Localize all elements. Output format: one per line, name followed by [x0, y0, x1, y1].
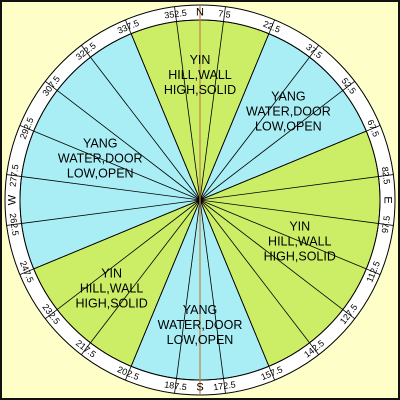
spoke-line — [45, 80, 201, 201]
zone-label-line: YIN — [190, 53, 211, 67]
zone-label-line: YANG — [183, 303, 218, 317]
zone-label-line: YANG — [83, 137, 118, 151]
zone-label-line: LOW,OPEN — [255, 120, 322, 134]
spoke-line — [45, 199, 201, 320]
spoke-line — [199, 199, 226, 394]
spoke-line — [199, 199, 320, 355]
spoke-line — [6, 174, 201, 201]
cardinal-w: W — [7, 194, 19, 205]
sector-wedges — [19, 19, 381, 381]
degree-tick-label: 82.5 — [380, 166, 392, 185]
spoke-line — [6, 199, 201, 226]
zone-label-line: LOW,OPEN — [67, 167, 134, 181]
zone-label-line: YANG — [271, 90, 306, 104]
degree-tick-label: 262.5 — [8, 213, 21, 237]
spoke-line — [174, 6, 201, 201]
spoke-line — [199, 199, 381, 275]
zone-label-line: WATER,DOOR — [58, 152, 143, 166]
spoke-line — [19, 199, 201, 275]
zone-label-line: WATER,DOOR — [246, 105, 331, 119]
zone-label-line: HILL,WALL — [268, 234, 332, 248]
spoke-line — [199, 174, 394, 201]
spoke-line — [80, 199, 201, 355]
zone-label-line: HIGH,SOLID — [75, 296, 147, 310]
spoke-line — [199, 45, 320, 201]
spoke-line — [199, 80, 355, 201]
degree-tick-label: 187.5 — [164, 379, 188, 392]
spoke-line — [174, 199, 201, 394]
degree-tick-label: 7.5 — [218, 8, 232, 20]
spoke-line — [125, 199, 201, 381]
zone-label-line: YIN — [101, 266, 122, 280]
degree-tick-label: 172.5 — [213, 379, 237, 392]
degree-tick-label: 277.5 — [8, 164, 21, 188]
zone-label-line: HIGH,SOLID — [164, 83, 236, 97]
spoke-line — [199, 199, 275, 381]
spoke-line — [19, 125, 201, 201]
cardinal-s: S — [196, 382, 203, 394]
zone-label-line: LOW,OPEN — [167, 333, 234, 347]
degree-tick-label: 97.5 — [380, 215, 392, 234]
spoke-line — [199, 19, 275, 201]
sector-spokes — [6, 6, 394, 394]
spoke-line — [199, 199, 355, 320]
zone-label-line: HILL,WALL — [80, 281, 144, 295]
spoke-line — [80, 45, 201, 201]
zone-label-line: WATER,DOOR — [158, 318, 243, 332]
spoke-line — [199, 6, 226, 201]
zone-label-line: HIGH,SOLID — [264, 249, 336, 263]
cardinal-labels: N E S W — [7, 7, 394, 394]
cardinal-e: E — [382, 196, 394, 203]
degree-tick-label: 352.5 — [164, 8, 188, 21]
spoke-line — [199, 125, 381, 201]
spoke-line — [199, 199, 394, 226]
cardinal-n: N — [196, 7, 204, 19]
zone-label-line: YIN — [289, 219, 310, 233]
spoke-line — [125, 19, 201, 201]
zone-label-line: HILL,WALL — [168, 68, 232, 82]
